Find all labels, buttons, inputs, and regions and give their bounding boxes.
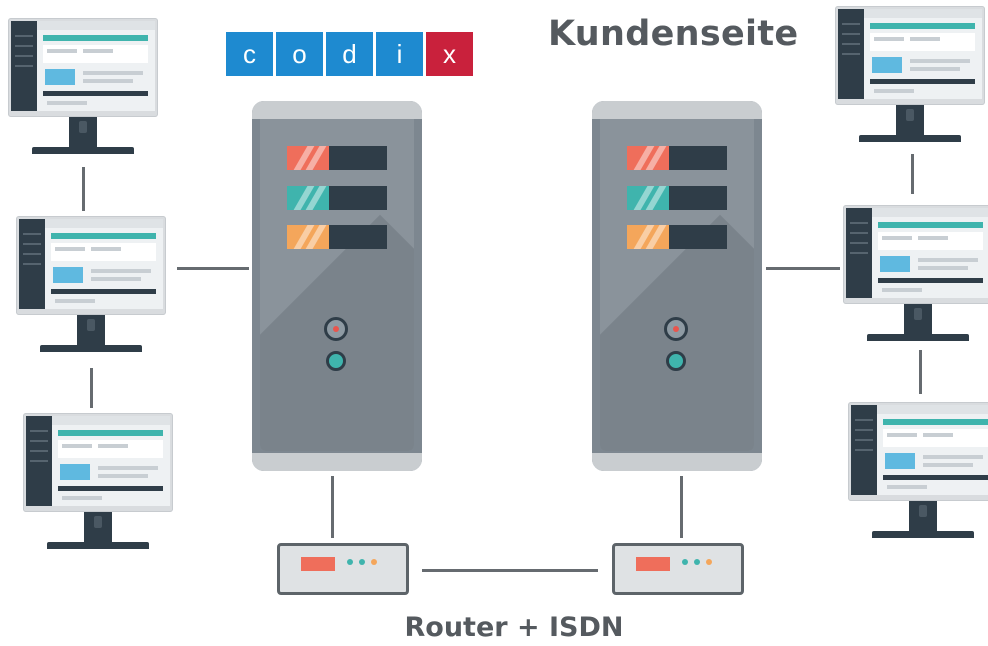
logo-letter: d [326,32,373,76]
workstation-monitor [8,18,158,158]
status-led-icon [326,351,346,371]
connector-line [680,476,683,538]
workstation-monitor [848,402,988,542]
logo-letter: c [226,32,273,76]
server-tower-left [252,101,422,471]
workstation-monitor [16,216,166,356]
diagram-title: Kundenseite [548,14,799,54]
connector-line [90,368,93,408]
logo-letter: o [276,32,323,76]
connector-line [177,267,249,270]
router-right [612,543,744,595]
logo-letter: x [426,32,473,76]
connector-line [911,154,914,194]
connector-line [82,167,85,211]
connector-line [422,569,598,572]
workstation-monitor [23,413,173,553]
workstation-monitor [835,6,985,146]
codix-logo: c o d i x [226,32,473,76]
connector-line [766,267,840,270]
connector-line [331,476,334,538]
server-tower-right [592,101,762,471]
power-button-icon [324,317,348,341]
power-button-icon [664,317,688,341]
workstation-monitor [843,205,988,345]
connector-line [919,350,922,394]
status-led-icon [666,351,686,371]
logo-letter: i [376,32,423,76]
router-left [277,543,409,595]
diagram-caption: Router + ISDN [404,612,624,643]
